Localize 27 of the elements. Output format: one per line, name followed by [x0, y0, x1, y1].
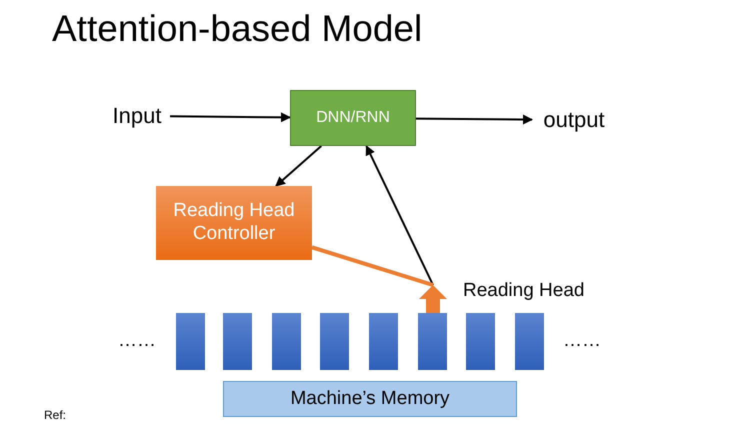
node-text: Machine’s Memory — [290, 388, 450, 410]
memory-cell — [515, 313, 544, 370]
node-caption: Reading Head — [463, 280, 584, 302]
memory-cell — [272, 313, 301, 370]
node-label: Input — [112, 102, 162, 130]
memory-box — [223, 381, 517, 417]
process-box — [290, 90, 416, 146]
ellipsis: …… — [563, 330, 601, 352]
arrow — [416, 114, 533, 125]
ellipsis: …… — [118, 330, 156, 352]
node-text: DNN/RNN — [316, 108, 390, 128]
node-label: output — [543, 106, 605, 134]
arrow — [275, 145, 322, 187]
memory-cell — [320, 313, 349, 370]
memory-cell — [223, 313, 252, 370]
controller-box — [156, 186, 312, 260]
memory-cell — [466, 313, 495, 370]
node-text: Reading Head Controller — [172, 200, 296, 246]
title: Attention-based Model — [52, 8, 422, 50]
reading-head-marker — [419, 285, 447, 313]
reference-note: Ref: — [44, 408, 66, 422]
memory-cell — [418, 313, 447, 370]
memory-cell — [369, 313, 398, 370]
arrow — [366, 145, 434, 286]
arrow — [170, 112, 291, 122]
memory-cell — [176, 313, 205, 370]
connector-line — [311, 245, 434, 287]
